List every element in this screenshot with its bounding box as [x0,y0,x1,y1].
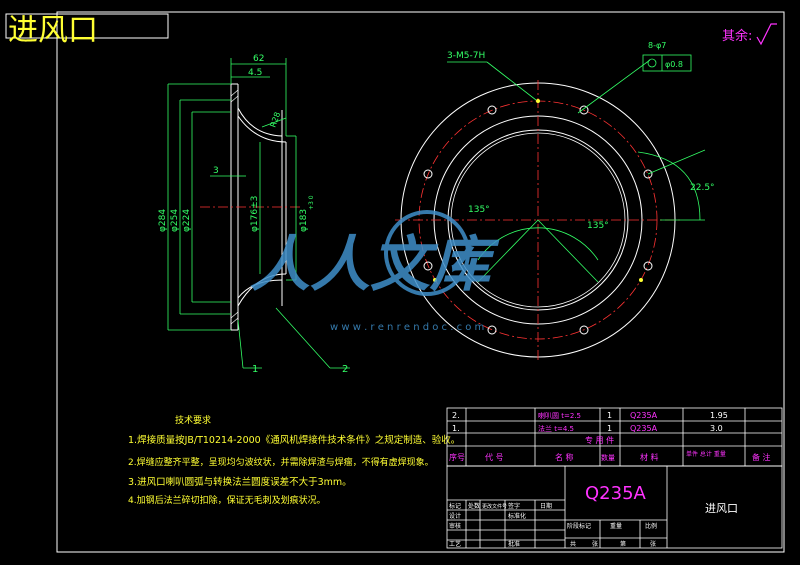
front-view: 22.5° 135° 135° 3-M5-7H 8-φ7 φ0.8 [395,41,715,360]
corner-title-box [5,13,169,39]
tb-label-sheet: 张 [650,540,656,548]
bom-row-1-qty: 1 [607,411,612,420]
roughness-symbol [756,23,777,46]
bom-h-weight: 单件 总计 重量 [686,450,726,458]
dim-d254: φ254 [170,209,180,232]
tb-label-stage: 阶段标记 [567,522,591,530]
dim-4-5: 4.5 [248,68,262,78]
dim-thick: 3 [213,166,219,176]
watermark: 人人文库 w w w . r e n r e n d o c . c o m [250,210,500,333]
tb-label-sheets: 张 [592,540,598,548]
balloon-2: 2 [342,364,348,375]
title-block [446,465,783,549]
tech-req-4: 4.加钢后法兰碎切扣除，保证无毛刺及划痕状况。 [128,494,326,506]
title-part-name: 进风口 [705,502,738,515]
hole-callout-m5: 3-M5-7H [447,51,485,61]
tb-label-total: 共 [570,540,576,548]
bom-row-1-mat: Q235A [630,411,658,420]
bom-h-no: 序号 [449,452,465,462]
tech-req-3: 3.进风口喇叭圆弧与转换法兰圆度误差不大于3mm。 [128,476,352,488]
dim-d183: φ183 [299,209,309,232]
hole-callout-8: 8-φ7 [648,41,666,50]
tb-label-scale: 比例 [645,522,657,530]
dim-d183-tol: +3 0 [308,195,315,210]
tb-label-design: 设计 [449,512,461,520]
tb-label-process: 工艺 [449,540,461,548]
angle-22-5: 22.5° [690,183,715,193]
bom-row-2-name: 法兰 t=4.5 [538,424,574,433]
position-tolerance-frame [642,54,692,72]
watermark-url: w w w . r e n r e n d o c . c o m [330,322,484,333]
dim-d176: φ176±3 [250,196,260,232]
bom-row-2-no: 1. [452,424,460,433]
tb-label-count: 处数 [468,502,480,510]
tb-label-approve: 批准 [508,540,520,548]
angle-135-right: 135° [587,221,609,231]
tb-label-nth: 第 [620,540,626,548]
tb-label-date: 日期 [540,502,552,510]
tb-label-mark: 标记 [449,502,461,510]
bom-h-mat: 材 料 [640,452,659,462]
side-view: 62 4.5 3 R28 φ284 φ254 φ224 φ176±3 φ183 … [158,54,350,375]
watermark-main: 人人文库 [250,230,500,300]
tech-req-1: 1.焊接质量按JB/T10214-2000《通风机焊接件技术条件》之规定制造、验… [128,434,460,446]
tb-label-weight: 重量 [610,522,622,530]
title-material: Q235A [585,483,647,504]
tech-req-heading: 技术要求 [175,414,211,426]
bom-h-code: 代 号 [485,452,504,462]
balloon-1: 1 [252,364,258,375]
bom-h-name: 名 称 [555,452,574,462]
sheet-frame [56,11,785,553]
tb-label-change: 更改文件号 [482,503,507,510]
dim-62: 62 [253,54,264,64]
bom-row-1-wt: 1.95 [710,411,728,420]
bom-row-2-mat: Q235A [630,424,658,433]
roughness-note: 其余: [722,28,752,44]
bom-h-qty: 数量 [601,453,615,462]
tb-label-sign: 签字 [508,502,520,510]
tech-req-2: 2.焊缝应整齐平整，呈现均匀波纹状，并需除焊渣与焊瘤，不得有虚焊现象。 [128,456,434,468]
bom-row-1-name: 喇叭圆 t=2.5 [538,411,581,420]
bom-h-remark: 备 注 [752,452,771,462]
tech-requirements: 技术要求 1.焊接质量按JB/T10214-2000《通风机焊接件技术条件》之规… [128,414,460,506]
dim-r28: R28 [268,111,282,129]
position-icon [647,58,657,68]
angle-135-left: 135° [468,205,490,215]
position-tol: φ0.8 [665,60,683,69]
tb-label-std: 标准化 [508,512,526,520]
bom-row-1-no: 2. [452,411,460,420]
bom-used-label: 专 用 件 [585,435,614,445]
bom-row-2-wt: 3.0 [710,424,723,433]
dim-d224: φ224 [182,209,192,232]
corner-title: 进风口 [8,13,98,48]
tb-label-review: 审核 [449,522,461,530]
bom-row-2-qty: 1 [607,424,612,433]
dim-d284: φ284 [158,209,168,232]
